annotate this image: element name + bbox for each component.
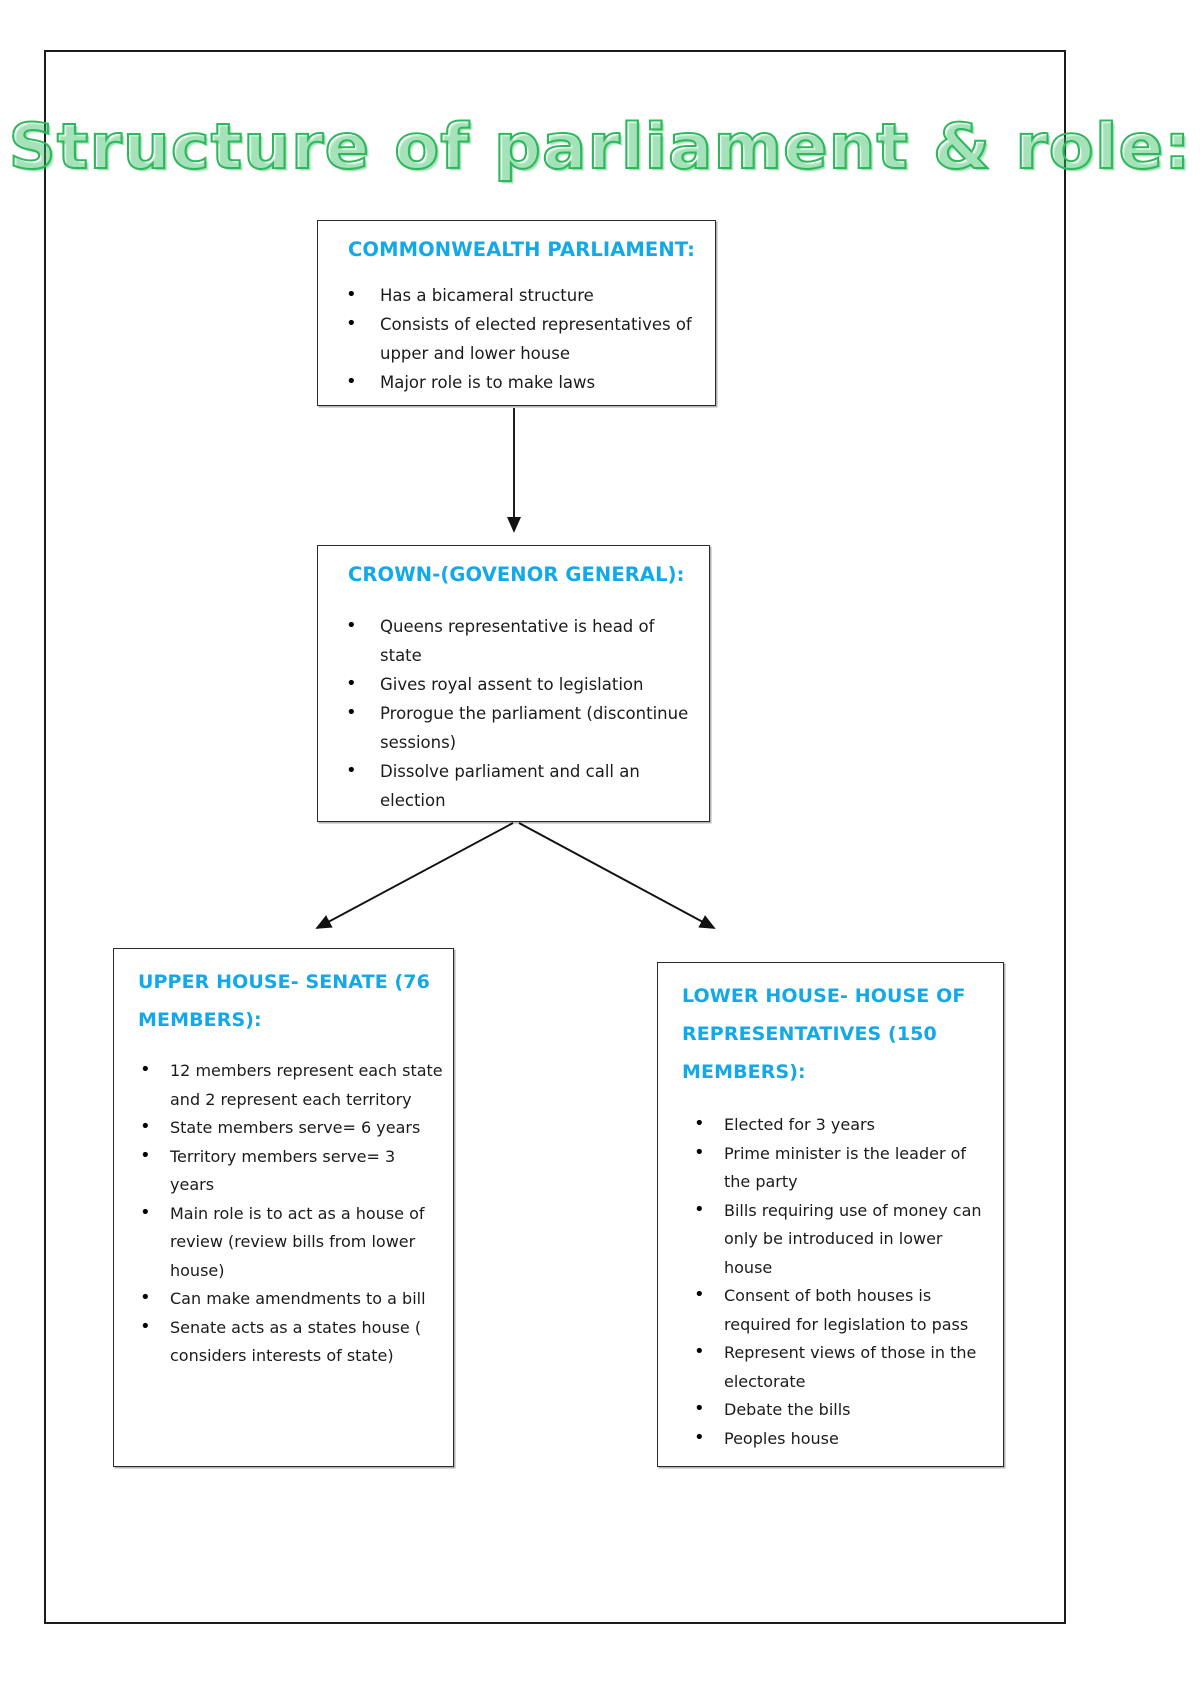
list-item: Major role is to make laws bbox=[332, 367, 701, 397]
box-lower-house-bullets: Elected for 3 years Prime minister is th… bbox=[670, 1110, 993, 1454]
box-lower-house-heading: LOWER HOUSE- HOUSE OF REPRESENTATIVES (1… bbox=[682, 985, 966, 1083]
list-item: Elected for 3 years bbox=[670, 1110, 993, 1140]
box-lower-house-representatives: LOWER HOUSE- HOUSE OF REPRESENTATIVES (1… bbox=[657, 962, 1004, 1467]
box-crown-bullets: Queens representative is head of state G… bbox=[332, 611, 695, 815]
list-item: Can make amendments to a bill bbox=[126, 1284, 443, 1314]
page-title: Structure of parliament & role: bbox=[7, 110, 1192, 183]
list-item: Prime minister is the leader of the part… bbox=[670, 1139, 993, 1197]
list-item: Queens representative is head of state bbox=[332, 611, 695, 670]
page-border bbox=[44, 50, 1066, 1624]
list-item: Represent views of those in the electora… bbox=[670, 1338, 993, 1396]
box-upper-house-senate: UPPER HOUSE- SENATE (76 MEMBERS): 12 mem… bbox=[113, 948, 454, 1467]
list-item: Senate acts as a states house ( consider… bbox=[126, 1313, 443, 1371]
list-item: Debate the bills bbox=[670, 1395, 993, 1425]
box-commonwealth-parliament: COMMONWEALTH PARLIAMENT: Has a bicameral… bbox=[317, 220, 716, 406]
list-item: Main role is to act as a house of review… bbox=[126, 1199, 443, 1286]
box-commonwealth-bullets: Has a bicameral structure Consists of el… bbox=[332, 280, 701, 397]
box-upper-house-bullets: 12 members represent each state and 2 re… bbox=[126, 1056, 443, 1371]
list-item: Peoples house bbox=[670, 1424, 993, 1454]
list-item: Prorogue the parliament (discontinue ses… bbox=[332, 698, 695, 757]
list-item: Bills requiring use of money can only be… bbox=[670, 1196, 993, 1283]
list-item: Consent of both houses is required for l… bbox=[670, 1281, 993, 1339]
box-commonwealth-heading: COMMONWEALTH PARLIAMENT: bbox=[348, 238, 695, 261]
list-item: 12 members represent each state and 2 re… bbox=[126, 1056, 443, 1114]
box-upper-house-heading: UPPER HOUSE- SENATE (76 MEMBERS): bbox=[138, 971, 430, 1031]
list-item: Territory members serve= 3 years bbox=[126, 1142, 443, 1200]
list-item: Consists of elected representatives of u… bbox=[332, 309, 701, 368]
list-item: Dissolve parliament and call an election bbox=[332, 756, 695, 815]
list-item: State members serve= 6 years bbox=[126, 1113, 443, 1143]
box-crown-heading: CROWN-(GOVENOR GENERAL): bbox=[348, 563, 685, 586]
list-item: Gives royal assent to legislation bbox=[332, 669, 695, 699]
list-item: Has a bicameral structure bbox=[332, 280, 701, 310]
box-crown-governor-general: CROWN-(GOVENOR GENERAL): Queens represen… bbox=[317, 545, 710, 822]
